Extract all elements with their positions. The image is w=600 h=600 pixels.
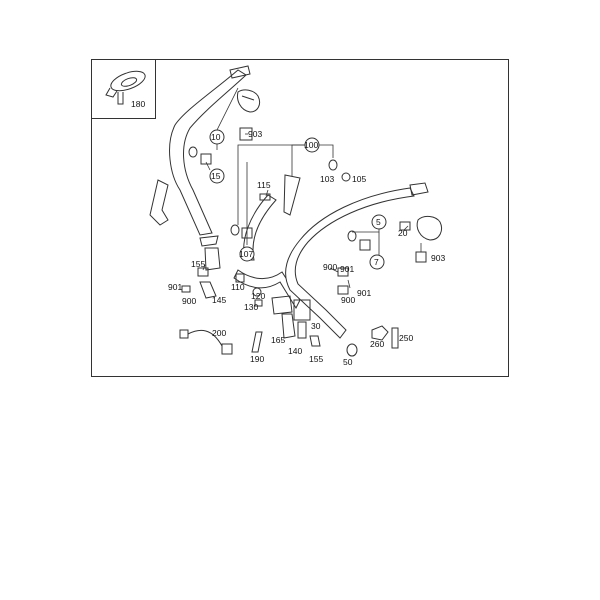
diagram-frame <box>91 59 509 377</box>
inset-box-180 <box>91 59 156 119</box>
label-180: 180 <box>131 99 145 109</box>
label-900-right: 900 <box>341 295 355 305</box>
label-50: 50 <box>343 357 353 367</box>
callout-circles <box>209 129 387 270</box>
label-903-left: 903 <box>248 129 262 139</box>
label-130: 130 <box>244 302 258 312</box>
label-107: 107 <box>239 249 253 259</box>
label-900-mid: 900 <box>323 262 337 272</box>
label-903-right: 903 <box>431 253 445 263</box>
label-145: 145 <box>212 295 226 305</box>
left-belt <box>149 65 261 271</box>
label-901-right: 901 <box>357 288 371 298</box>
callout-circle-5 <box>371 214 387 230</box>
label-901-mid: 901 <box>340 264 354 274</box>
label-10: 10 <box>211 132 221 142</box>
label-103: 103 <box>320 174 334 184</box>
label-140: 140 <box>288 346 302 356</box>
label-200: 200 <box>212 328 226 338</box>
part-180-drawing <box>105 70 146 105</box>
center-buckles <box>271 295 311 339</box>
label-7: 7 <box>374 257 379 267</box>
label-260: 260 <box>370 339 384 349</box>
leader-lines <box>202 87 422 289</box>
label-190: 190 <box>250 354 264 364</box>
label-20: 20 <box>398 228 408 238</box>
label-30: 30 <box>311 321 321 331</box>
label-165: 165 <box>271 335 285 345</box>
label-155-bottom: 155 <box>309 354 323 364</box>
label-155-top: 155 <box>191 259 205 269</box>
label-115: 115 <box>257 180 271 190</box>
label-901-left: 901 <box>168 282 182 292</box>
small-hardware <box>179 146 411 357</box>
label-120: 120 <box>251 291 265 301</box>
callout-circle-100 <box>304 137 320 153</box>
label-100: 100 <box>304 140 318 150</box>
label-105: 105 <box>352 174 366 184</box>
label-900-left: 900 <box>182 296 196 306</box>
callout-circle-10 <box>209 129 225 145</box>
label-5: 5 <box>376 217 381 227</box>
callout-circle-7 <box>369 254 385 270</box>
callout-circle-107 <box>239 246 255 262</box>
label-15: 15 <box>211 171 221 181</box>
label-110: 110 <box>231 282 245 292</box>
callout-circle-15 <box>209 168 225 184</box>
right-belt <box>285 182 443 339</box>
center-belt <box>233 174 301 310</box>
label-250: 250 <box>399 333 413 343</box>
part-number-labels: 10 903 15 100 103 105 115 107 5 20 7 903… <box>168 129 445 367</box>
